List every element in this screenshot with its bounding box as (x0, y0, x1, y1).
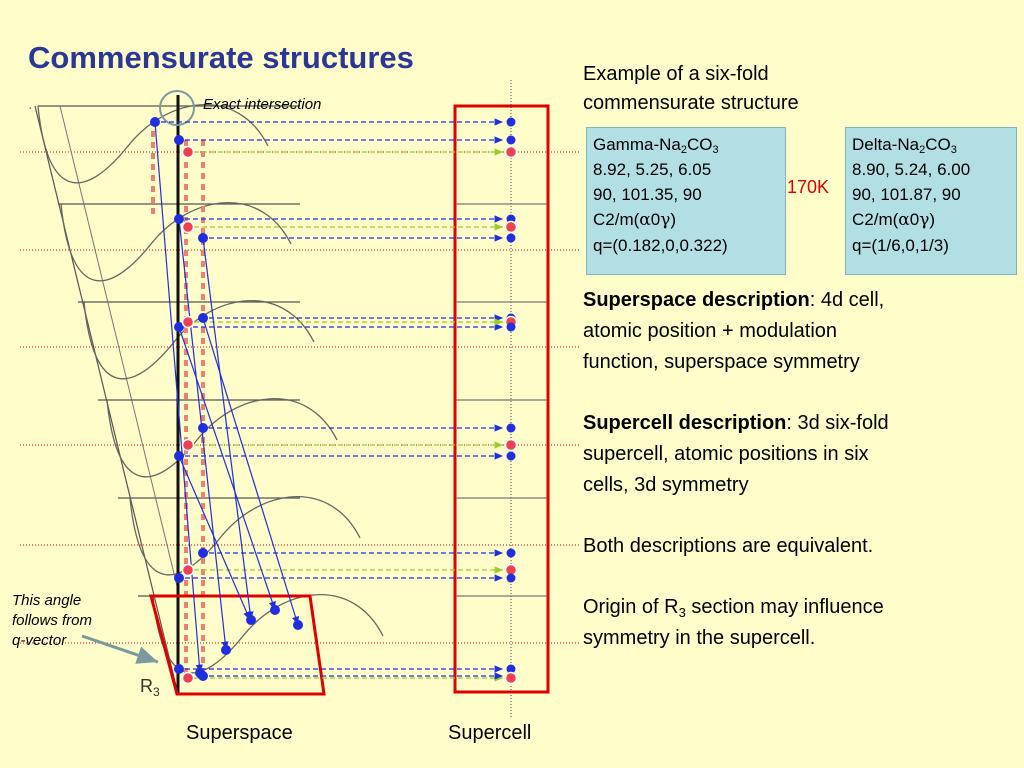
angle-note-line3: q-vector (12, 632, 67, 649)
gamma-phase-box: Gamma-Na2CO3 8.92, 5.25, 6.05 90, 101.35… (586, 127, 786, 275)
angle-pointer-arrow (81, 634, 159, 664)
superspace-atom-blue (174, 322, 184, 332)
angle-note-line1: This angle (12, 592, 82, 609)
r3-label-prefix: R (140, 676, 153, 696)
supercell-atom-blue (506, 548, 516, 558)
delta-phase-name: Delta-Na2CO3 (852, 135, 957, 156)
angle-note-line2: follows from (12, 612, 93, 629)
projection-arrow (178, 455, 251, 621)
supercell-atom-blue (506, 233, 516, 243)
modulation-wave (83, 300, 315, 380)
gamma-cell-lengths: 8.92, 5.25, 6.05 (593, 160, 712, 179)
superspace-atom-red (181, 220, 195, 234)
modulation-wave (37, 104, 269, 184)
delta-cell-lengths: 8.90, 5.24, 6.00 (852, 160, 971, 179)
delta-q-vector: q=(1/6,0,1/3) (852, 236, 949, 255)
r3-label-subscript: 3 (153, 685, 160, 699)
superspace-atom-blue (174, 135, 184, 145)
delta-phase-box: Delta-Na2CO3 8.90, 5.24, 6.00 90, 101.87… (845, 127, 1017, 275)
intro-line1: Example of a six-fold (583, 63, 769, 85)
supercell-atom-blue (506, 117, 516, 127)
supercell-atom-red (504, 145, 518, 159)
superspace-atom-blue (198, 671, 208, 681)
superspace-atom-blue (150, 117, 160, 127)
page-title: Commensurate structures (28, 40, 414, 75)
modulation-wave (60, 202, 292, 282)
intro-line2: commensurate structure (583, 92, 799, 114)
superspace-atom-blue (174, 573, 184, 583)
superspace-atom-red (181, 563, 195, 577)
superspace-atom-blue (198, 313, 208, 323)
intersection-highlight-circle (159, 90, 195, 126)
projection-arrow (202, 237, 254, 621)
projection-arrow (178, 218, 229, 651)
equivalence-note: Both descriptions are equivalent. (583, 535, 874, 557)
superspace-caption: Superspace (186, 722, 293, 744)
gamma-cell-angles: 90, 101.35, 90 (593, 185, 702, 204)
supercell-atom-blue (506, 451, 516, 461)
exact-intersection-note: Exact intersection (203, 96, 322, 113)
modulated-atom (246, 615, 256, 625)
projection-arrow (202, 317, 299, 626)
supercell-atom-blue (506, 135, 516, 145)
projection-arrow (154, 121, 203, 674)
slanted-cell-edge (59, 105, 179, 591)
superspace-atom-blue (198, 423, 208, 433)
origin-note: Origin of R3 section may influence symme… (583, 596, 884, 649)
projection-arrow (178, 326, 276, 611)
supercell-atom-red (504, 220, 518, 234)
delta-symmetry: C2/m(α0γ) (852, 210, 936, 230)
superspace-atom-red (181, 315, 195, 329)
supercell-atom-blue (506, 573, 516, 583)
modulated-atom (293, 620, 303, 630)
superspace-description-heading: Superspace description (583, 289, 810, 311)
supercell-atom-red (504, 438, 518, 452)
modulation-wave (152, 594, 384, 674)
r3-axis-label: R3 (140, 676, 160, 699)
superspace-description: Superspace description: 4d cell, atomic … (583, 289, 885, 373)
superspace-atom-blue (198, 548, 208, 558)
superspace-atom-blue (174, 451, 184, 461)
supercell-description: Supercell description: 3d six-fold super… (583, 412, 889, 496)
superspace-atom-blue (198, 233, 208, 243)
red-parallelogram (149, 594, 326, 696)
superspace-atom-blue (174, 214, 184, 224)
intro-text: Example of a six-fold commensurate struc… (583, 60, 799, 118)
modulation-wave (129, 496, 361, 576)
gamma-phase-name: Gamma-Na2CO3 (593, 135, 719, 156)
origin-marker: · (28, 99, 33, 115)
supercell-atom-blue (506, 664, 516, 674)
supercell-atom-blue (506, 322, 516, 332)
supercell-frame (453, 104, 550, 694)
delta-cell-angles: 90, 101.87, 90 (852, 185, 961, 204)
superspace-atom-red (181, 671, 195, 685)
gamma-q-vector: q=(0.182,0,0.322) (593, 236, 728, 255)
modulated-atom (270, 605, 280, 615)
supercell-description-heading: Supercell description (583, 412, 787, 434)
gamma-symmetry: C2/m(α0γ) (593, 210, 677, 230)
supercell-atom-red (504, 671, 518, 685)
angle-note: This angle follows from q-vector (12, 591, 132, 651)
modulation-wave (106, 398, 338, 478)
supercell-caption: Supercell (448, 722, 532, 744)
superspace-atom-blue (174, 664, 184, 674)
superspace-atom-red (181, 145, 195, 159)
transition-temperature: 170K (787, 177, 830, 197)
superspace-atom-red (181, 438, 195, 452)
modulated-atom (221, 645, 231, 655)
supercell-atom-blue (506, 423, 516, 433)
